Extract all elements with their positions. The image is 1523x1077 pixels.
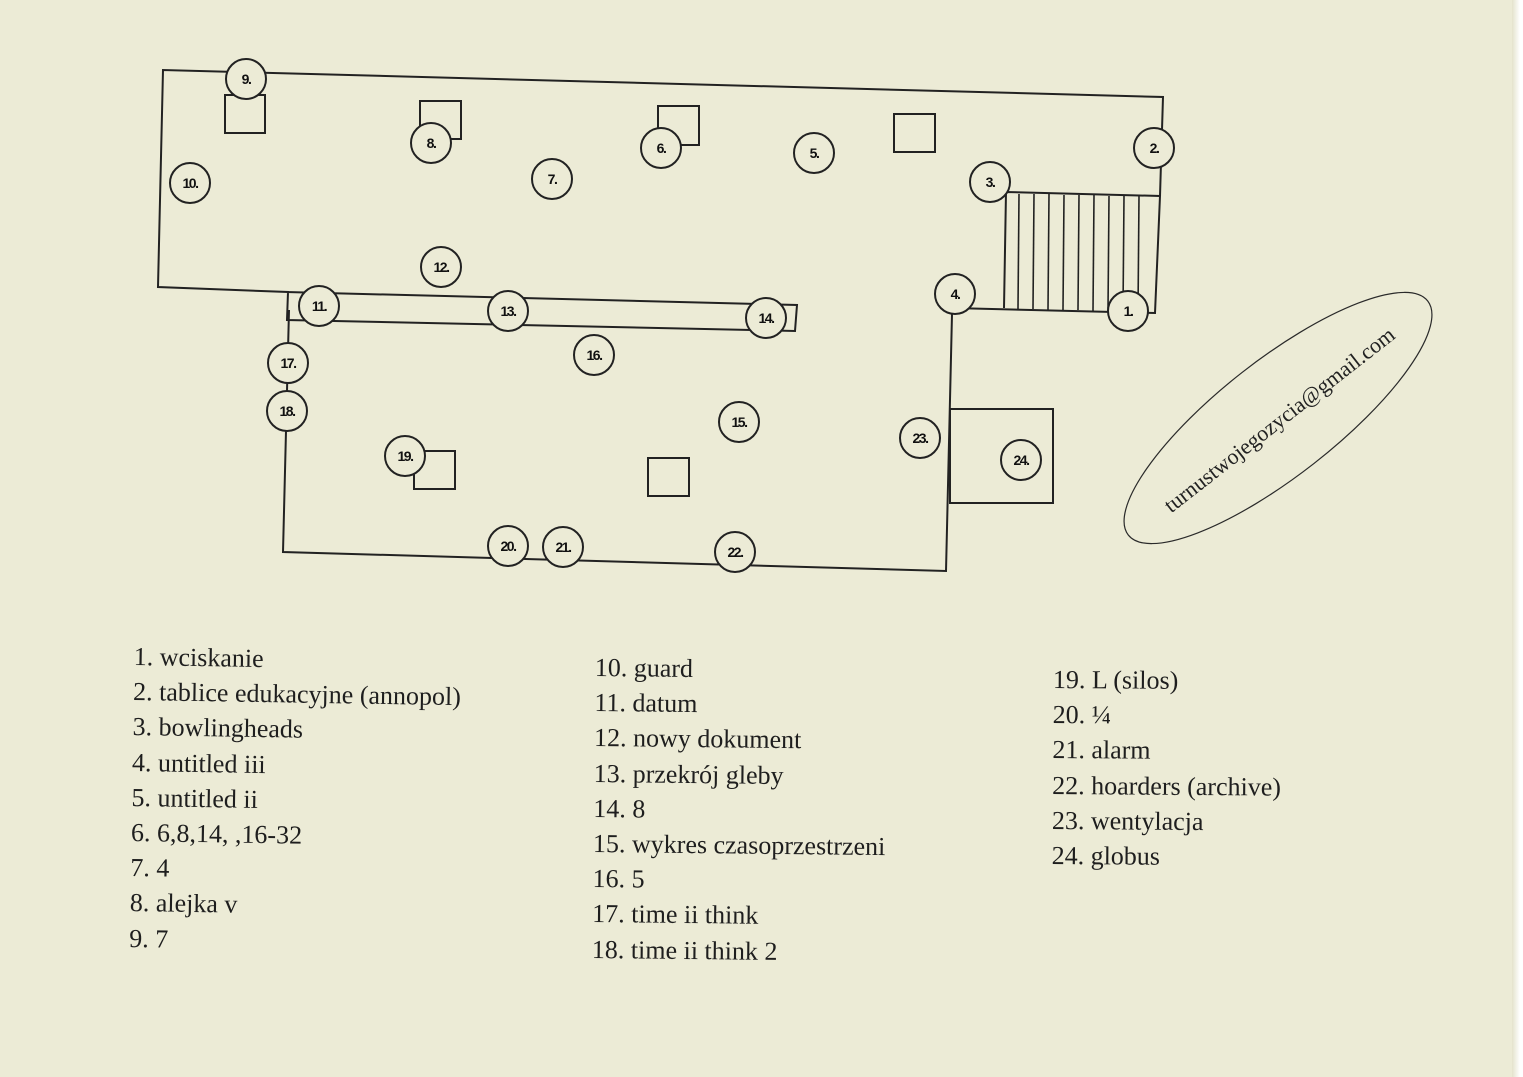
legend-item: 6. 6,8,14, ,16-32 bbox=[130, 817, 303, 850]
marker-22: 22. bbox=[714, 531, 756, 573]
marker-6: 6. bbox=[640, 127, 682, 169]
marker-16: 16. bbox=[573, 334, 615, 376]
svg-text:11.: 11. bbox=[312, 298, 327, 314]
svg-text:10.: 10. bbox=[183, 175, 199, 191]
marker-7: 7. bbox=[531, 158, 573, 200]
svg-text:24.: 24. bbox=[1014, 452, 1030, 468]
legend-item: 20. ¼ bbox=[1052, 700, 1112, 730]
marker-19: 19. bbox=[384, 435, 426, 477]
svg-text:21.: 21. bbox=[556, 539, 572, 555]
marker-17: 17. bbox=[267, 342, 309, 384]
svg-text:22.: 22. bbox=[728, 544, 744, 560]
svg-text:16.: 16. bbox=[587, 347, 603, 363]
legend-item: 7. 4 bbox=[130, 853, 170, 883]
marker-11: 11. bbox=[298, 285, 340, 327]
legend-item: 17. time ii think bbox=[592, 899, 759, 931]
marker-12: 12. bbox=[420, 246, 462, 288]
marker-24: 24. bbox=[1000, 439, 1042, 481]
svg-text:8.: 8. bbox=[427, 135, 436, 151]
svg-text:4.: 4. bbox=[951, 286, 960, 302]
svg-text:6.: 6. bbox=[657, 140, 666, 156]
legend-column-1: 1. wciskanie 2. tablice edukacyjne (anno… bbox=[129, 639, 462, 961]
legend-item: 23. wentylacja bbox=[1051, 805, 1204, 836]
marker-10: 10. bbox=[169, 162, 211, 204]
marker-5: 5. bbox=[793, 132, 835, 174]
svg-text:9.: 9. bbox=[242, 71, 251, 87]
marker-23: 23. bbox=[899, 417, 941, 459]
legend-item: 16. 5 bbox=[592, 864, 645, 894]
upper-hall-wall bbox=[156, 68, 1165, 333]
legend-item: 2. tablice edukacyjne (annopol) bbox=[132, 677, 462, 712]
legend-item: 22. hoarders (archive) bbox=[1052, 770, 1282, 802]
svg-text:14.: 14. bbox=[759, 310, 775, 326]
svg-text:20.: 20. bbox=[501, 538, 517, 554]
legend-item: 9. 7 bbox=[129, 923, 169, 954]
marker-21: 21. bbox=[542, 526, 584, 568]
legend-item: 4. untitled iii bbox=[131, 747, 266, 779]
marker-13: 13. bbox=[487, 290, 529, 332]
legend-item: 11. datum bbox=[594, 688, 698, 719]
marker-1: 1. bbox=[1107, 290, 1149, 332]
svg-text:19.: 19. bbox=[398, 448, 414, 464]
stair-landing-wall bbox=[951, 190, 1162, 315]
lower-hall-wall bbox=[281, 309, 953, 573]
svg-text:12.: 12. bbox=[434, 259, 450, 275]
marker-15: 15. bbox=[718, 401, 760, 443]
legend-item: 18. time ii think 2 bbox=[591, 934, 778, 966]
svg-text:3.: 3. bbox=[986, 174, 995, 190]
marker-14: 14. bbox=[745, 297, 787, 339]
svg-text:17.: 17. bbox=[281, 355, 297, 371]
marker-20: 20. bbox=[487, 525, 529, 567]
svg-text:23.: 23. bbox=[913, 430, 929, 446]
legend-item: 24. globus bbox=[1051, 841, 1161, 871]
legend-item: 15. wykres czasoprzestrzeni bbox=[592, 829, 886, 862]
legend-item: 1. wciskanie bbox=[133, 641, 264, 674]
plinth-5 bbox=[893, 113, 936, 153]
marker-18: 18. bbox=[266, 390, 308, 432]
svg-text:1.: 1. bbox=[1124, 303, 1133, 319]
svg-text:18.: 18. bbox=[280, 403, 296, 419]
svg-text:13.: 13. bbox=[501, 303, 517, 319]
plinth-15 bbox=[647, 457, 690, 497]
email-stamp: turnustwojegozycia@gmail.com bbox=[1123, 291, 1433, 545]
svg-text:5.: 5. bbox=[810, 145, 819, 161]
legend-item: 13. przekrój gleby bbox=[593, 758, 784, 790]
legend-item: 21. alarm bbox=[1052, 735, 1151, 766]
marker-2: 2. bbox=[1133, 127, 1175, 169]
legend-item: 12. nowy dokument bbox=[593, 723, 802, 755]
marker-3: 3. bbox=[969, 161, 1011, 203]
legend-item: 19. L (silos) bbox=[1052, 664, 1179, 695]
legend-column-2: 10. guard 11. datum 12. nowy dokument 13… bbox=[592, 650, 888, 970]
marker-9: 9. bbox=[225, 58, 267, 100]
svg-text:2.: 2. bbox=[1150, 140, 1159, 156]
marker-4: 4. bbox=[934, 273, 976, 315]
annex-room bbox=[949, 408, 1054, 504]
email-text: turnustwojegozycia@gmail.com bbox=[1159, 322, 1400, 518]
legend-item: 10. guard bbox=[594, 652, 694, 684]
legend-item: 5. untitled ii bbox=[131, 782, 259, 814]
svg-text:7.: 7. bbox=[548, 171, 557, 187]
legend-item: 14. 8 bbox=[593, 793, 646, 824]
legend-item: 8. alejka v bbox=[129, 888, 238, 920]
svg-text:15.: 15. bbox=[732, 414, 748, 430]
legend-item: 3. bowlingheads bbox=[132, 712, 304, 745]
legend-column-3: 19. L (silos) 20. ¼ 21. alarm 22. hoarde… bbox=[1052, 662, 1282, 875]
marker-8: 8. bbox=[410, 122, 452, 164]
plinth-9 bbox=[224, 94, 266, 134]
